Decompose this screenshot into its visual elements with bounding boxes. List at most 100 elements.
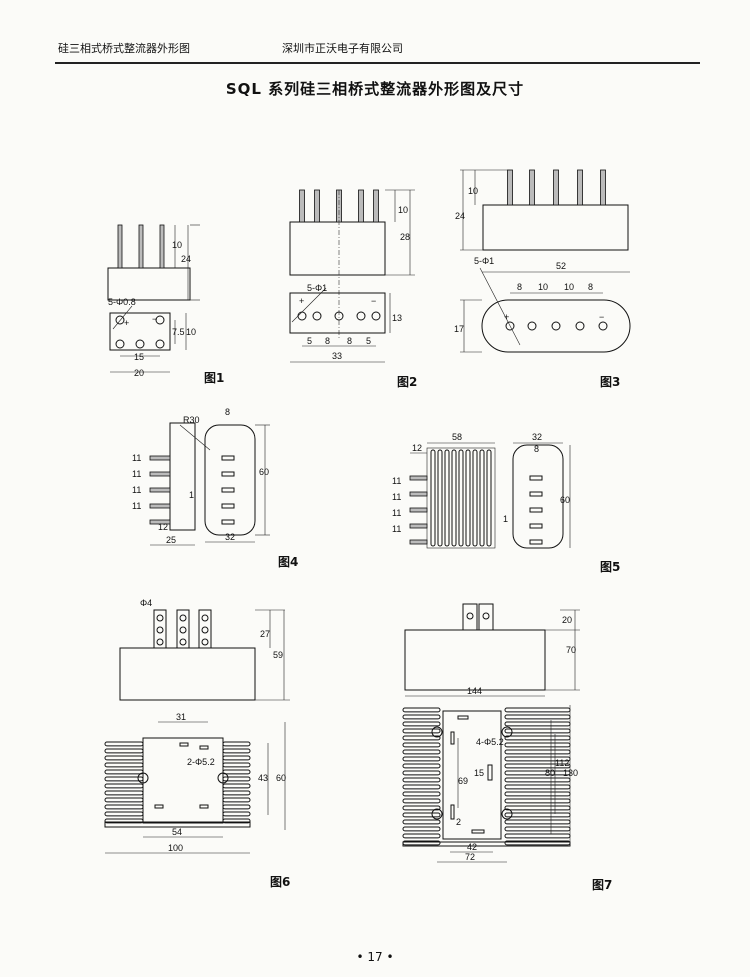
- heatsink-fin: [402, 791, 441, 797]
- heatsink-body: [426, 447, 496, 549]
- heatsink-fin: [504, 742, 571, 748]
- heatsink-fin: [504, 749, 571, 755]
- pin: [117, 224, 123, 269]
- heatsink-fin: [504, 777, 571, 783]
- dim-label: 42: [467, 842, 477, 852]
- dim-label: 43: [258, 773, 268, 783]
- pin: [149, 503, 171, 509]
- hole: [505, 321, 515, 331]
- pin: [553, 169, 559, 206]
- pin: [409, 507, 428, 513]
- dim-label: 1: [189, 490, 194, 500]
- dim-label: 12: [412, 443, 422, 453]
- dim-label: 8: [347, 336, 352, 346]
- heatsink-fin: [222, 755, 251, 761]
- figure-2: 10 28 5-Φ1 13 5 8 8 5 33 + − 图2: [289, 189, 417, 389]
- figure-5: 58 12 32 8 11 11 11 11 60 1 图5: [392, 432, 620, 574]
- dim-label: 60: [259, 467, 269, 477]
- hole: [356, 311, 366, 321]
- heatsink-fin: [504, 784, 571, 790]
- figure-caption: 图4: [278, 555, 298, 569]
- hole: [551, 321, 561, 331]
- heatsink-fin: [402, 749, 441, 755]
- dim-label: 11: [132, 501, 141, 511]
- figure-caption: 图6: [270, 875, 290, 889]
- dim-label: 8: [225, 407, 230, 417]
- dim-label: 15: [134, 352, 144, 362]
- heatsink-fin: [222, 790, 251, 796]
- heatsink-fin: [402, 728, 441, 734]
- dim-label: 5-Φ0.8: [108, 297, 136, 307]
- dim-label: 2-Φ5.2: [187, 757, 215, 767]
- dim-label: 70: [566, 645, 576, 655]
- terminal-hole: [201, 626, 209, 634]
- header-company: 深圳市正沃电子有限公司: [282, 42, 403, 55]
- dim-label: 52: [556, 261, 566, 271]
- dim-label: 15: [474, 768, 484, 778]
- figure-1: 10 24 5-Φ0.8 7.5 10 15 20 + − 图1: [107, 224, 224, 385]
- dim-label: 8: [588, 282, 593, 292]
- dim-label: 5-Φ1: [307, 283, 327, 293]
- pin: [577, 169, 583, 206]
- heatsink-fin: [104, 748, 144, 754]
- heatsink-fin: [222, 804, 251, 810]
- dim-label: 80: [545, 768, 555, 778]
- pin: [507, 169, 513, 206]
- dim-label: 54: [172, 827, 182, 837]
- heatsink-fin: [402, 777, 441, 783]
- hole: [371, 311, 381, 321]
- dim-label: 32: [225, 532, 235, 542]
- heatsink-fin: [451, 449, 457, 547]
- dim-label: 17: [454, 324, 464, 334]
- pin: [149, 487, 171, 493]
- dim-label: 1: [503, 514, 508, 524]
- terminal: [462, 603, 478, 631]
- dim-label: 8: [534, 444, 539, 454]
- pin: [409, 539, 428, 545]
- heatsink-fin: [222, 811, 251, 817]
- terminal-hole: [156, 626, 164, 634]
- dim-label: 8: [517, 282, 522, 292]
- heatsink-fin: [104, 804, 144, 810]
- heatsink-fin: [402, 826, 441, 832]
- terminal-hole: [179, 638, 187, 646]
- heatsink-fin: [504, 812, 571, 818]
- heatsink-fin: [444, 449, 450, 547]
- terminal-mark: −: [371, 296, 376, 306]
- header-rule: [55, 62, 700, 64]
- heatsink-fin: [504, 714, 571, 720]
- dim-label: 60: [276, 773, 286, 783]
- slot: [529, 523, 543, 529]
- heatsink-fin: [504, 707, 571, 713]
- terminal-hole: [466, 612, 474, 620]
- hole: [575, 321, 585, 331]
- heatsink-fin: [402, 812, 441, 818]
- heatsink-fin: [504, 735, 571, 741]
- dim-label: 31: [176, 712, 186, 722]
- heatsink-fin: [104, 741, 144, 747]
- dim-label: 28: [400, 232, 410, 242]
- dim-label: 20: [562, 615, 572, 625]
- dim-label: 5-Φ1: [474, 256, 494, 266]
- heatsink-fin: [402, 742, 441, 748]
- dim-label: 12: [158, 522, 168, 532]
- heatsink-fin: [458, 449, 464, 547]
- dim-label: 69: [458, 776, 468, 786]
- heatsink-fin: [472, 449, 478, 547]
- heatsink-fin: [504, 833, 571, 839]
- figure-3: 10 24 5-Φ1 52 8 10 10 8 17 + − 图3: [454, 169, 631, 389]
- heatsink-fin: [465, 449, 471, 547]
- heatsink-fin: [402, 819, 441, 825]
- page-number: • 17 •: [356, 950, 394, 964]
- figure-caption: 图5: [600, 560, 620, 574]
- figure-6: Φ4 27 59 31 2-Φ5.2 43 60 54 100 图6: [104, 598, 290, 889]
- hole: [598, 321, 608, 331]
- dim-label: 10: [398, 205, 408, 215]
- page-title: SQL 系列硅三相桥式整流器外形图及尺寸: [225, 80, 525, 98]
- dim-label: 33: [332, 351, 342, 361]
- heatsink-fin: [104, 790, 144, 796]
- dim-label: 112: [555, 758, 569, 768]
- heatsink-fin: [504, 721, 571, 727]
- slot: [529, 491, 543, 497]
- heatsink-fin: [479, 449, 485, 547]
